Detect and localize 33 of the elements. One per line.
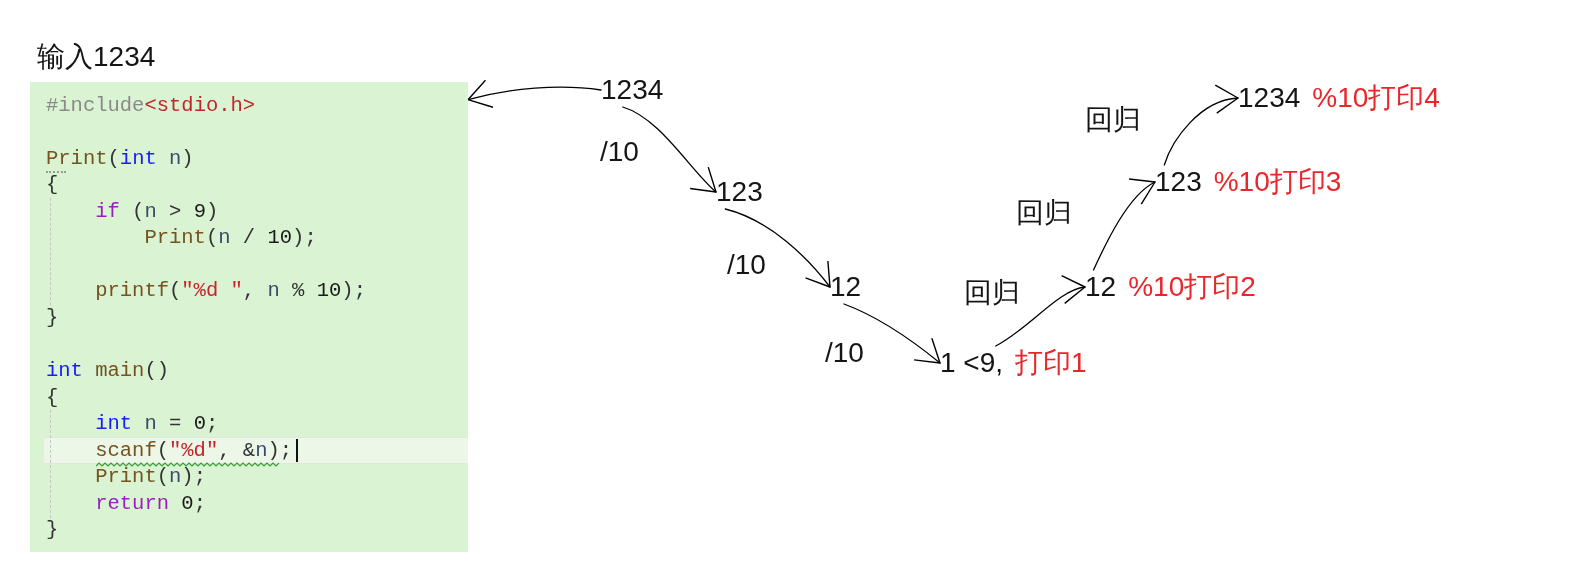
arrow — [1163, 86, 1239, 166]
heading: 输入1234 — [37, 40, 156, 74]
code-line: } — [46, 519, 59, 541]
code-line: Print(n); — [95, 466, 206, 488]
code-line: return 0; — [95, 492, 206, 514]
value-text: 1234 — [601, 73, 664, 107]
code-line: { — [46, 174, 59, 196]
print-note: %10打印4 — [1312, 82, 1440, 113]
arrow — [1092, 180, 1156, 271]
print-note: %10打印2 — [1128, 271, 1256, 302]
code-line: #include<stdio.h> — [46, 94, 256, 116]
code-line: printf("%d ", n % 10); — [95, 280, 366, 302]
code-line: scanf("%d", &n); — [95, 439, 293, 461]
value-text: 123 — [1155, 166, 1202, 197]
value-text: 123 — [716, 175, 763, 209]
code-line: { — [46, 386, 59, 408]
value-text: 12 — [830, 270, 862, 304]
value-text: 1 <9, — [940, 347, 1004, 378]
value-text: 12 — [1085, 271, 1117, 302]
code-line: Print(int n) — [46, 147, 194, 169]
arrow — [467, 79, 602, 109]
code-line: if (n > 9) — [95, 200, 219, 222]
code-line: Print(n / 10); — [144, 227, 317, 249]
print-note: 打印1 — [1015, 347, 1087, 378]
arrow — [622, 106, 717, 193]
code-line: } — [46, 306, 59, 328]
code-line: int main() — [46, 360, 170, 382]
arrow — [724, 208, 831, 288]
value-text: 1234 — [1238, 82, 1301, 113]
arrow — [995, 277, 1086, 347]
code-line: int n = 0; — [95, 413, 219, 435]
print-note: %10打印3 — [1213, 166, 1342, 197]
arrow — [843, 303, 941, 364]
